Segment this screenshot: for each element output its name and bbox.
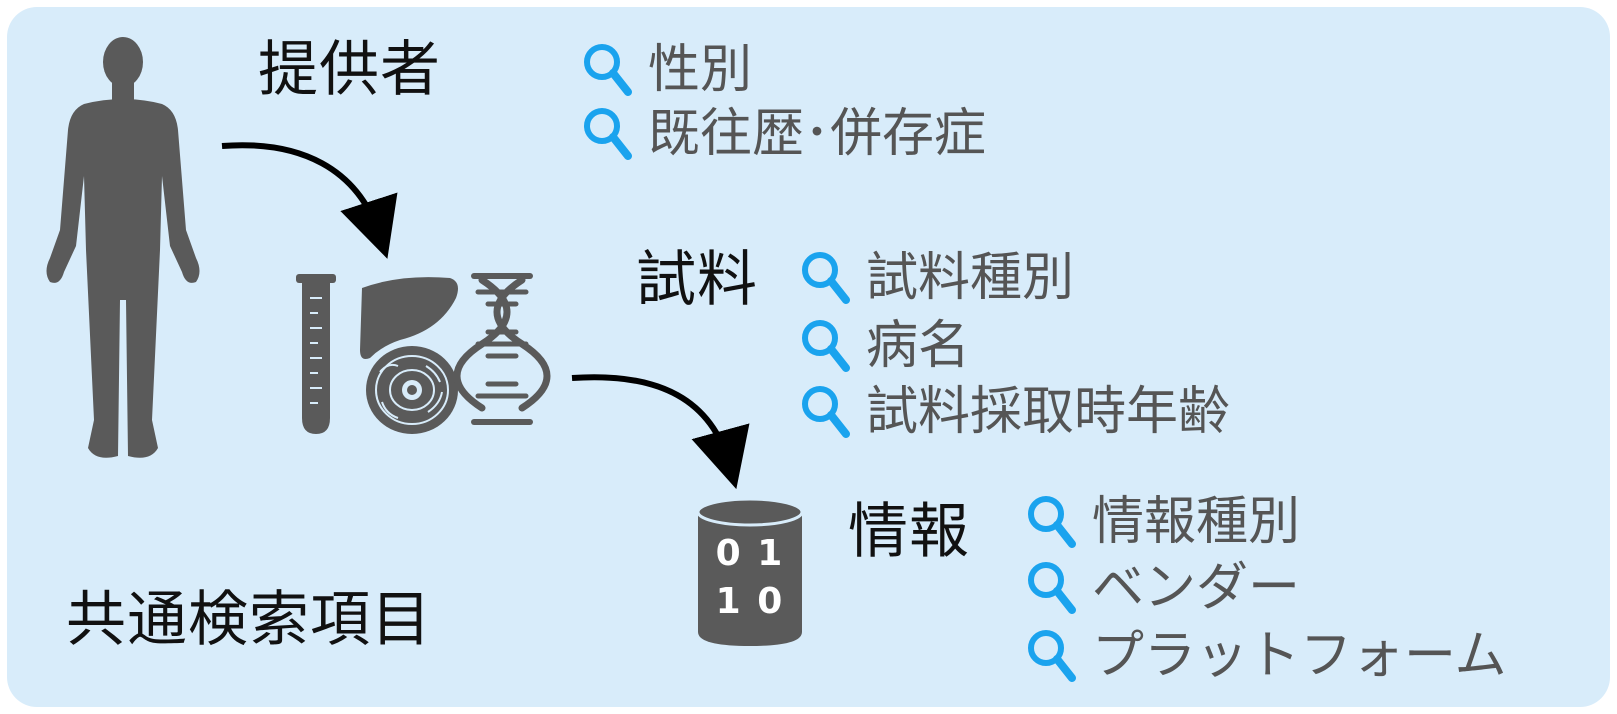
info-title: 情報 bbox=[848, 497, 970, 567]
magnifier-icon bbox=[1028, 630, 1076, 682]
database-digits-row-2: 1 0 bbox=[715, 581, 785, 622]
magnifier-icon bbox=[1028, 562, 1076, 614]
dna-helix-icon bbox=[453, 273, 551, 425]
database-digits-row-1: 0 1 bbox=[715, 533, 785, 574]
donor-item-sex: 性別 bbox=[582, 38, 752, 102]
test-tube-icon bbox=[296, 274, 336, 434]
arrow-donor-to-sample bbox=[221, 142, 398, 259]
donor-item-label: 既往歴･併存症 bbox=[648, 104, 987, 164]
database-digits: 0 1 1 0 bbox=[698, 530, 802, 626]
info-item-vendor: ベンダー bbox=[1026, 556, 1300, 620]
donor-item-history: 既往歴･併存症 bbox=[582, 102, 986, 166]
info-item-platform: プラットフォーム bbox=[1026, 624, 1506, 688]
database-cylinder-icon bbox=[696, 497, 804, 646]
common-search-items-title: 共通検索項目 bbox=[66, 585, 432, 655]
magnifier-icon bbox=[802, 320, 850, 372]
info-item-label: ベンダー bbox=[1092, 558, 1301, 618]
sample-item-label: 試料種別 bbox=[866, 248, 1075, 308]
sample-title: 試料 bbox=[636, 245, 758, 315]
cell-icon bbox=[366, 346, 458, 434]
magnifier-icon bbox=[584, 108, 632, 160]
sample-item-disease: 病名 bbox=[800, 314, 970, 378]
sample-item-type: 試料種別 bbox=[800, 246, 1074, 310]
donor-item-label: 性別 bbox=[648, 40, 753, 100]
info-item-type: 情報種別 bbox=[1026, 490, 1300, 554]
magnifier-icon bbox=[802, 386, 850, 438]
diagram-panel bbox=[7, 7, 1610, 707]
sample-item-age: 試料採取時年齢 bbox=[800, 380, 1230, 444]
magnifier-icon bbox=[1028, 496, 1076, 548]
magnifier-icon bbox=[584, 44, 632, 96]
info-item-label: プラットフォーム bbox=[1092, 626, 1507, 686]
liver-icon bbox=[360, 277, 458, 359]
info-item-label: 情報種別 bbox=[1092, 492, 1301, 552]
sample-item-label: 病名 bbox=[866, 316, 971, 376]
magnifier-icon bbox=[802, 252, 850, 304]
sample-item-label: 試料採取時年齢 bbox=[866, 382, 1231, 442]
person-silhouette-icon bbox=[46, 37, 200, 458]
donor-title: 提供者 bbox=[258, 35, 441, 105]
arrow-sample-to-info bbox=[571, 374, 750, 490]
